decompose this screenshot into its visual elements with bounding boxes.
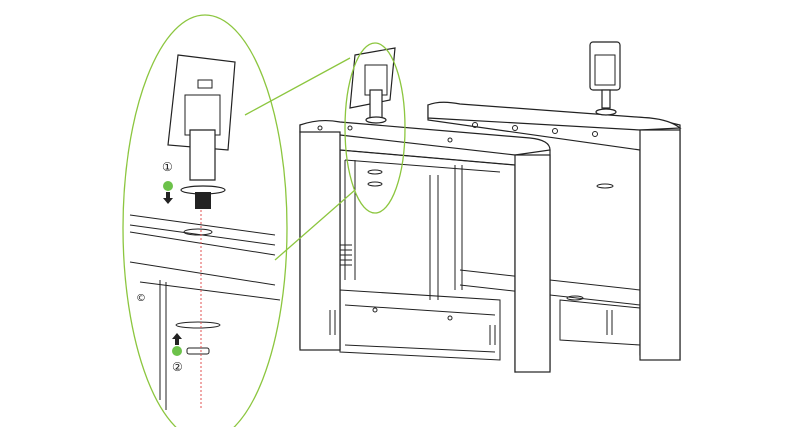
- down-arrow-icon: [163, 192, 173, 204]
- front-face-terminal: [349, 47, 396, 124]
- up-arrow-icon: [172, 333, 182, 345]
- callout-lines: [244, 57, 356, 261]
- rear-cabinet: [427, 101, 682, 361]
- magnified-view: [129, 54, 281, 410]
- rear-face-terminal: [589, 41, 621, 116]
- step-1-label: ①: [162, 160, 173, 174]
- callout-small-ellipse: [344, 42, 406, 214]
- step-2-label: ②: [172, 360, 183, 374]
- panel-mark: ©: [136, 293, 146, 304]
- front-cabinet: [299, 119, 551, 373]
- step-1-dot: [163, 181, 173, 191]
- callout-large-ellipse: [122, 14, 288, 427]
- step-2-dot: [172, 346, 182, 356]
